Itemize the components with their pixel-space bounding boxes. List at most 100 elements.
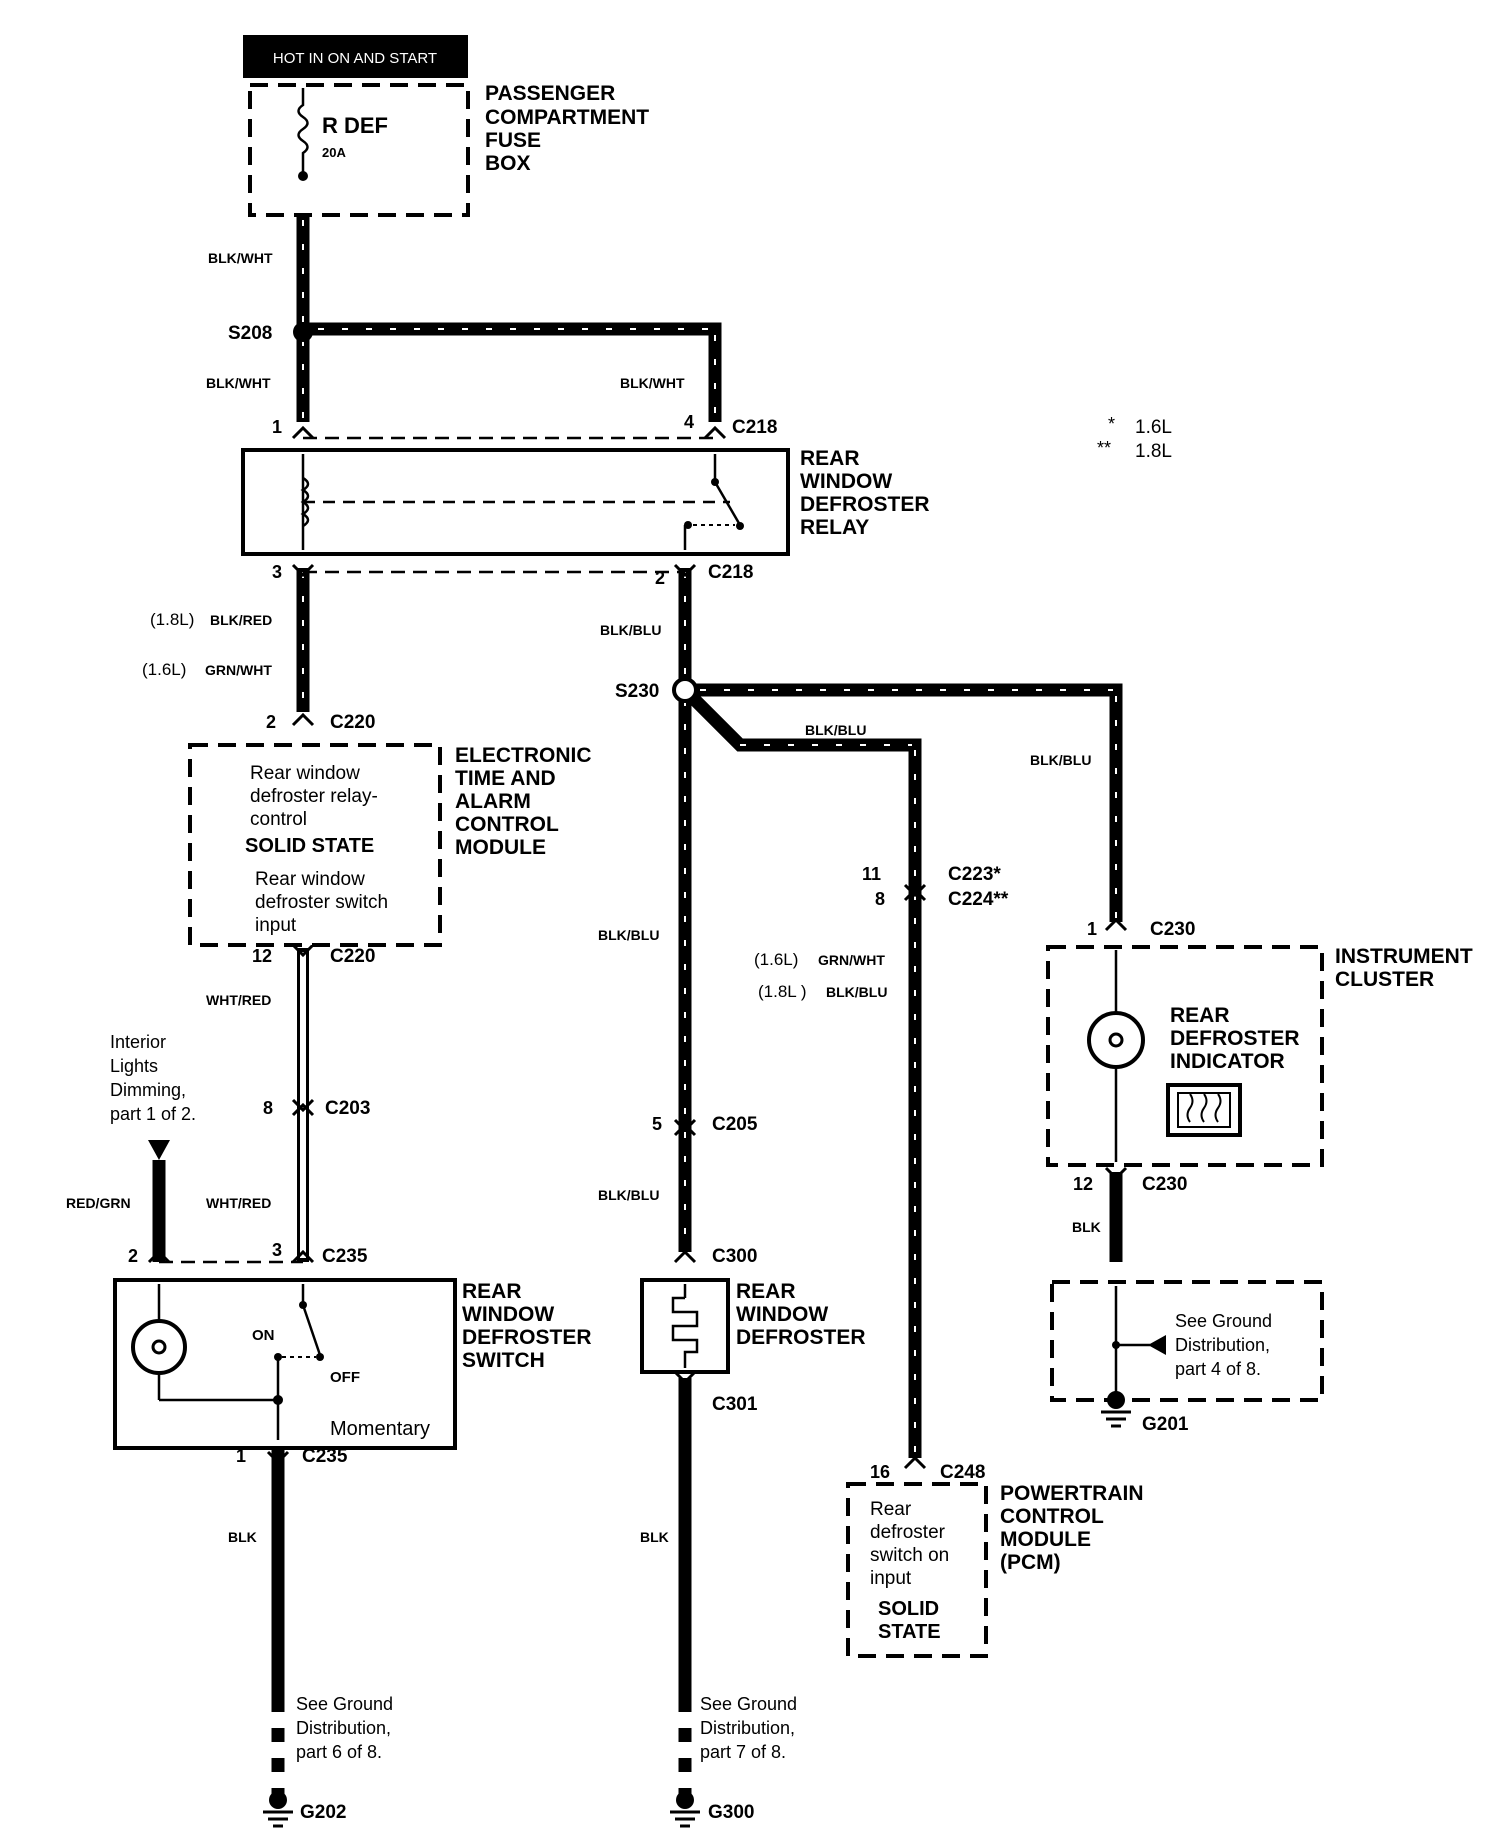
pin-relay-3: 3 xyxy=(272,562,282,582)
etacm-text-4: Rear window xyxy=(255,869,365,890)
fuse-rating: 20A xyxy=(322,145,346,160)
wire-s230-pcm xyxy=(680,685,922,1458)
wire-label-pcm-blk-blu: BLK/BLU xyxy=(826,984,887,1000)
pin-c235-1: 1 xyxy=(236,1446,246,1466)
g300-ref-1: See Ground xyxy=(700,1694,797,1714)
indicator-label-2: DEFROSTER xyxy=(1170,1027,1300,1050)
c223-label: C223* xyxy=(948,864,1001,885)
pin-c235-3: 3 xyxy=(272,1240,282,1260)
instrument-cluster: REAR DEFROSTER INDICATOR INSTRUMENT CLUS… xyxy=(1046,945,1473,1167)
etacm-solid-state: SOLID STATE xyxy=(245,835,374,857)
engine-legend: * 1.6L ** 1.8L xyxy=(1097,414,1172,462)
pin-labels: 1 4 C218 3 2 C218 2 C220 12 C220 8 C203 … xyxy=(128,412,1195,1483)
rear-window-defroster-switch: ON OFF Momentary REAR WINDOW DEFROSTER S… xyxy=(113,1278,592,1450)
c230-top-label: C230 xyxy=(1150,919,1195,940)
cluster-title-1: INSTRUMENT xyxy=(1335,945,1473,968)
wire-label-s230-c205: BLK/BLU xyxy=(598,927,659,943)
wire-label-s230-pcm: BLK/BLU xyxy=(805,722,866,738)
pcm-title-1: POWERTRAIN xyxy=(1000,1482,1144,1505)
fuse-box-title-1: PASSENGER xyxy=(485,82,615,105)
wire-label-pcm-18l: (1.8L ) xyxy=(758,982,807,1001)
wire-label-16l: (1.6L) xyxy=(142,660,186,679)
pin-c203-8: 8 xyxy=(263,1098,273,1118)
relay-title-2: WINDOW xyxy=(800,470,892,493)
c203-label: C203 xyxy=(325,1098,370,1119)
g202-ref-2: Distribution, xyxy=(296,1718,391,1738)
fuse-symbol xyxy=(297,88,309,176)
wire-stripes xyxy=(302,220,1117,1455)
wire-label-c205-c300: BLK/BLU xyxy=(598,1187,659,1203)
pin-relay-2: 2 xyxy=(655,568,665,588)
c230-bottom-label: C230 xyxy=(1142,1174,1187,1195)
pin-c230-1: 1 xyxy=(1087,919,1097,939)
s230-label: S230 xyxy=(615,681,659,702)
g202-ground: See Ground Distribution, part 6 of 8. G2… xyxy=(263,1694,393,1828)
g300-ref-2: Distribution, xyxy=(700,1718,795,1738)
etacm-title-2: TIME AND xyxy=(455,767,556,790)
pcm-text-2: defroster xyxy=(870,1522,946,1543)
pin-relay-1: 1 xyxy=(272,417,282,437)
interior-ref-3: Dimming, xyxy=(110,1080,186,1100)
g201-ref-1: See Ground xyxy=(1175,1311,1272,1331)
interior-ref-2: Lights xyxy=(110,1056,158,1076)
splice-s230: S230 xyxy=(615,677,698,703)
hot-in-on-and-start-banner: HOT IN ON AND START xyxy=(243,35,468,78)
g202-ref-3: part 6 of 8. xyxy=(296,1742,382,1762)
pin-c220-12: 12 xyxy=(252,946,272,966)
etacm-title-3: ALARM xyxy=(455,790,531,813)
c220-bottom-label: C220 xyxy=(330,946,375,967)
wire-label-c230-g201: BLK xyxy=(1072,1219,1101,1235)
fuse-box-title-3: FUSE xyxy=(485,129,541,152)
pin-c223-11: 11 xyxy=(862,864,881,884)
switch-lamp xyxy=(131,1319,187,1375)
c235-top-label: C235 xyxy=(322,1246,368,1267)
indicator-label-1: REAR xyxy=(1170,1004,1230,1027)
g201-ref-2: Distribution, xyxy=(1175,1335,1270,1355)
c224-label: C224** xyxy=(948,889,1009,910)
switch-arm xyxy=(301,1304,322,1356)
legend-mark-16: * xyxy=(1108,414,1115,434)
splice-s208: S208 xyxy=(228,322,313,344)
wire-label-pcm-16l: (1.6L) xyxy=(754,950,798,969)
switch-title-3: DEFROSTER xyxy=(462,1326,592,1349)
fuse-name: R DEF xyxy=(322,113,388,138)
etacm-title-4: CONTROL xyxy=(455,813,559,836)
pcm-text-4: input xyxy=(870,1568,912,1589)
defroster-title-2: WINDOW xyxy=(736,1303,828,1326)
interior-lights-ref: Interior Lights Dimming, part 1 of 2. xyxy=(110,1032,196,1160)
s208-label: S208 xyxy=(228,323,272,344)
rear-window-defroster-element: REAR WINDOW DEFROSTER xyxy=(640,1278,866,1374)
wire-color-labels: BLK/WHT BLK/WHT BLK/WHT (1.8L) BLK/RED (… xyxy=(66,250,1101,1545)
g201-ground-box: See Ground Distribution, part 4 of 8. G2… xyxy=(1050,1280,1324,1435)
switch-on: ON xyxy=(252,1327,275,1344)
powertrain-control-module: Rear defroster switch on input SOLID STA… xyxy=(846,1482,1144,1658)
c218-top-label: C218 xyxy=(732,417,777,438)
indicator-label-3: INDICATOR xyxy=(1170,1050,1285,1073)
c248-label: C248 xyxy=(940,1462,985,1483)
fuse-box-title-2: COMPARTMENT xyxy=(485,106,649,129)
etacm-text-3: control xyxy=(250,809,307,830)
g300-label: G300 xyxy=(708,1802,754,1823)
legend-mark-18: ** xyxy=(1097,438,1111,458)
pcm-text-3: switch on xyxy=(870,1545,949,1566)
pcm-title-3: MODULE xyxy=(1000,1528,1091,1551)
g300-ref-3: part 7 of 8. xyxy=(700,1742,786,1762)
pcm-solid-1: SOLID xyxy=(878,1598,939,1620)
etacm-title-5: MODULE xyxy=(455,836,546,859)
switch-title-1: REAR xyxy=(462,1280,522,1303)
pin-relay-4: 4 xyxy=(684,412,694,432)
cluster-title-2: CLUSTER xyxy=(1335,968,1434,991)
legend-text-16: 1.6L xyxy=(1135,417,1172,438)
c301-label: C301 xyxy=(712,1394,758,1415)
wire-label-relay2-s230: BLK/BLU xyxy=(600,622,661,638)
pin-c220-2: 2 xyxy=(266,712,276,732)
relay-title-3: DEFROSTER xyxy=(800,493,930,516)
rear-window-defroster-relay: REAR WINDOW DEFROSTER RELAY xyxy=(241,447,930,556)
etacm-text-5: defroster switch xyxy=(255,892,388,913)
pcm-title-4: (PCM) xyxy=(1000,1551,1061,1574)
wire-s230-cluster xyxy=(685,683,1123,922)
pcm-title-2: CONTROL xyxy=(1000,1505,1104,1528)
pin-c230-12: 12 xyxy=(1073,1174,1093,1194)
wire-label-c220-c203: WHT/RED xyxy=(206,992,271,1008)
